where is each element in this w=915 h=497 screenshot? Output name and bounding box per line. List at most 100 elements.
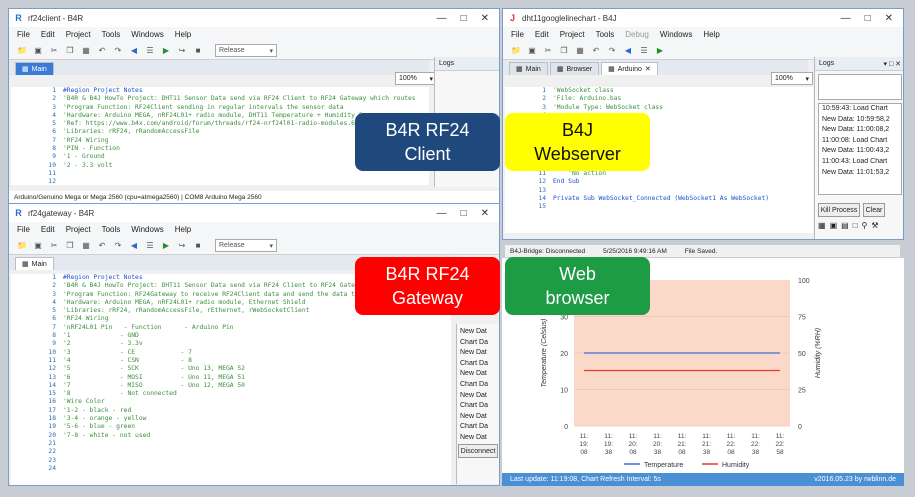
menu-item-project[interactable]: Project	[65, 225, 91, 234]
save-icon[interactable]: ▣	[528, 46, 536, 55]
cut-icon[interactable]: ✂	[50, 46, 58, 55]
minimize-icon[interactable]: —	[436, 12, 447, 24]
menu-item-help[interactable]: Help	[703, 30, 720, 39]
log-item: New Dat	[460, 370, 487, 378]
libraries-icon[interactable]: ▣	[829, 221, 838, 230]
modules-icon[interactable]: ▤	[841, 221, 849, 230]
find-icon[interactable]: ⚲	[861, 221, 868, 230]
client-zoom-select[interactable]: 100%▾	[395, 72, 437, 85]
disconnect-button[interactable]: Disconnect	[458, 444, 498, 458]
undo-icon[interactable]: ↶	[592, 46, 600, 55]
menu-item-windows[interactable]: Windows	[131, 30, 164, 39]
back-icon[interactable]: ◀	[130, 241, 138, 250]
redo-icon[interactable]: ↷	[114, 241, 122, 250]
back-icon[interactable]: ◀	[130, 46, 138, 55]
save-icon[interactable]: ▣	[34, 46, 42, 55]
release-select[interactable]: Release▾	[215, 239, 277, 252]
maximize-icon[interactable]: □	[460, 207, 467, 219]
run-icon[interactable]: ▶	[656, 46, 664, 55]
maximize-icon[interactable]: □	[864, 12, 871, 24]
menu-item-edit[interactable]: Edit	[534, 30, 549, 39]
log-item: 10:59:43: Load Chart	[822, 105, 888, 112]
menu-item-help[interactable]: Help	[174, 225, 192, 234]
files-icon[interactable]: □	[852, 221, 858, 230]
paste-icon[interactable]: ▦	[82, 46, 90, 55]
line-number: 12	[48, 365, 56, 373]
save-icon[interactable]: ▣	[34, 241, 42, 250]
tab-main[interactable]: ▦Main	[15, 62, 54, 75]
menu-item-edit[interactable]: Edit	[40, 30, 55, 39]
back-icon[interactable]: ◀	[624, 46, 632, 55]
log-item: Chart Da	[460, 402, 489, 410]
menu-item-file[interactable]: File	[17, 30, 30, 39]
menu-item-help[interactable]: Help	[174, 30, 192, 39]
kill-process-button[interactable]: Kill Process	[818, 203, 860, 217]
line-number: 5	[52, 307, 56, 315]
list-icon[interactable]: ☰	[146, 46, 154, 55]
copy-icon[interactable]: ❐	[560, 46, 568, 55]
close-icon[interactable]: ✕	[480, 12, 489, 24]
list-icon[interactable]: ☰	[146, 241, 154, 250]
open-icon[interactable]: 📁	[17, 46, 27, 55]
logs-filter-box[interactable]	[818, 74, 902, 100]
open-icon[interactable]: 📁	[511, 46, 521, 55]
stop-icon[interactable]: ■	[195, 241, 201, 250]
clear-button[interactable]: Clear	[863, 203, 885, 217]
release-value: Release	[219, 47, 245, 54]
tab-main[interactable]: ▦Main	[15, 257, 54, 270]
redo-icon[interactable]: ↷	[608, 46, 616, 55]
close-icon[interactable]: ✕	[480, 207, 489, 219]
step-icon[interactable]: ↪	[178, 46, 186, 55]
menu-item-project[interactable]: Project	[65, 30, 91, 39]
open-icon[interactable]: 📁	[17, 241, 27, 250]
menu-item-windows[interactable]: Windows	[131, 225, 164, 234]
maximize-icon[interactable]: □	[460, 12, 467, 24]
code-line: '1 - GND	[63, 332, 139, 340]
cut-icon[interactable]: ✂	[544, 46, 552, 55]
close-tab-icon[interactable]: ✕	[644, 66, 651, 73]
tools-icon[interactable]: ⚒	[871, 221, 879, 230]
line-number: 6	[52, 128, 56, 136]
copy-icon[interactable]: ❐	[66, 241, 74, 250]
copy-icon[interactable]: ❐	[66, 46, 74, 55]
redo-icon[interactable]: ↷	[114, 46, 122, 55]
step-icon[interactable]: ↪	[178, 241, 186, 250]
close-icon[interactable]: ✕	[884, 12, 893, 24]
minimize-icon[interactable]: —	[840, 12, 851, 24]
tab-main[interactable]: ▦Main	[509, 62, 548, 75]
logs-controls-icon[interactable]: ▾ □ ✕	[883, 60, 902, 68]
menu-item-windows[interactable]: Windows	[659, 30, 693, 39]
paste-icon[interactable]: ▦	[82, 241, 90, 250]
tab-browser[interactable]: ▦Browser	[549, 62, 600, 75]
tab-arduino[interactable]: ▦Arduino✕	[601, 62, 658, 75]
menu-item-tools[interactable]: Tools	[595, 30, 615, 39]
minimize-icon[interactable]: —	[436, 207, 447, 219]
menu-item-debug[interactable]: Debug	[625, 30, 649, 39]
chevron-down-icon: ▾	[269, 242, 273, 250]
menu-item-project[interactable]: Project	[559, 30, 585, 39]
server-zoom-select[interactable]: 100%▾	[771, 72, 813, 85]
paste-icon[interactable]: ▦	[576, 46, 584, 55]
code-line	[553, 203, 813, 211]
menu-item-tools[interactable]: Tools	[101, 225, 121, 234]
undo-icon[interactable]: ↶	[98, 241, 106, 250]
run-icon[interactable]: ▶	[162, 241, 170, 250]
y2-tick-label: 0	[798, 424, 802, 431]
run-icon[interactable]: ▶	[162, 46, 170, 55]
menu-item-tools[interactable]: Tools	[101, 30, 121, 39]
list-icon[interactable]: ☰	[640, 46, 648, 55]
line-number: 15	[48, 390, 56, 398]
menu-item-file[interactable]: File	[511, 30, 524, 39]
cut-icon[interactable]: ✂	[50, 241, 58, 250]
bridge-status: B4J-Bridge: Disconnected	[510, 247, 586, 255]
panel-icon[interactable]: ▦	[818, 221, 826, 230]
logs-label: Logs	[819, 60, 835, 67]
release-select[interactable]: Release▾	[215, 44, 277, 57]
undo-icon[interactable]: ↶	[98, 46, 106, 55]
stop-icon[interactable]: ■	[195, 46, 201, 55]
menu-item-edit[interactable]: Edit	[40, 225, 55, 234]
menu-item-file[interactable]: File	[17, 225, 30, 234]
x-tick-label: 11:	[629, 433, 638, 440]
